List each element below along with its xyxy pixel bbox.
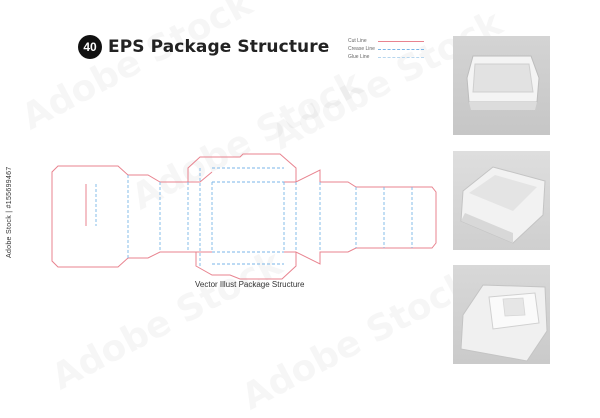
legend-item-glue: Glue Line bbox=[348, 53, 424, 61]
legend-label: Cut Line bbox=[348, 38, 367, 44]
legend-label: Crease Line bbox=[348, 46, 375, 52]
cut-lines bbox=[51, 153, 437, 280]
photo-tray-top bbox=[453, 36, 550, 135]
photo-tray-angled bbox=[453, 151, 550, 250]
tray-image bbox=[466, 55, 540, 110]
number-badge: 40 bbox=[78, 35, 102, 59]
glue-line-swatch bbox=[378, 56, 424, 58]
tray-image bbox=[460, 284, 548, 362]
page-title: EPS Package Structure bbox=[108, 37, 330, 57]
credit-text: Adobe Stock | #155699467 bbox=[6, 166, 13, 258]
dieline-caption: Vector Illust Package Structure bbox=[195, 280, 305, 289]
tray-image bbox=[460, 166, 546, 244]
package-dieline bbox=[51, 153, 437, 280]
legend-item-crease: Crease Line bbox=[348, 45, 424, 53]
stock-credit: Adobe Stock | #155699467 bbox=[6, 166, 13, 258]
crease-lines bbox=[95, 167, 413, 266]
line-legend: Cut Line Crease Line Glue Line bbox=[348, 37, 424, 61]
legend-item-cut: Cut Line bbox=[348, 37, 424, 45]
corner-cut bbox=[188, 171, 213, 183]
crease-line-swatch bbox=[378, 48, 424, 50]
legend-label: Glue Line bbox=[348, 54, 370, 60]
page-header: 40 EPS Package Structure bbox=[78, 35, 329, 59]
outline-cut bbox=[51, 153, 437, 280]
photo-tray-closed bbox=[453, 265, 550, 364]
cut-line-swatch bbox=[378, 40, 424, 42]
